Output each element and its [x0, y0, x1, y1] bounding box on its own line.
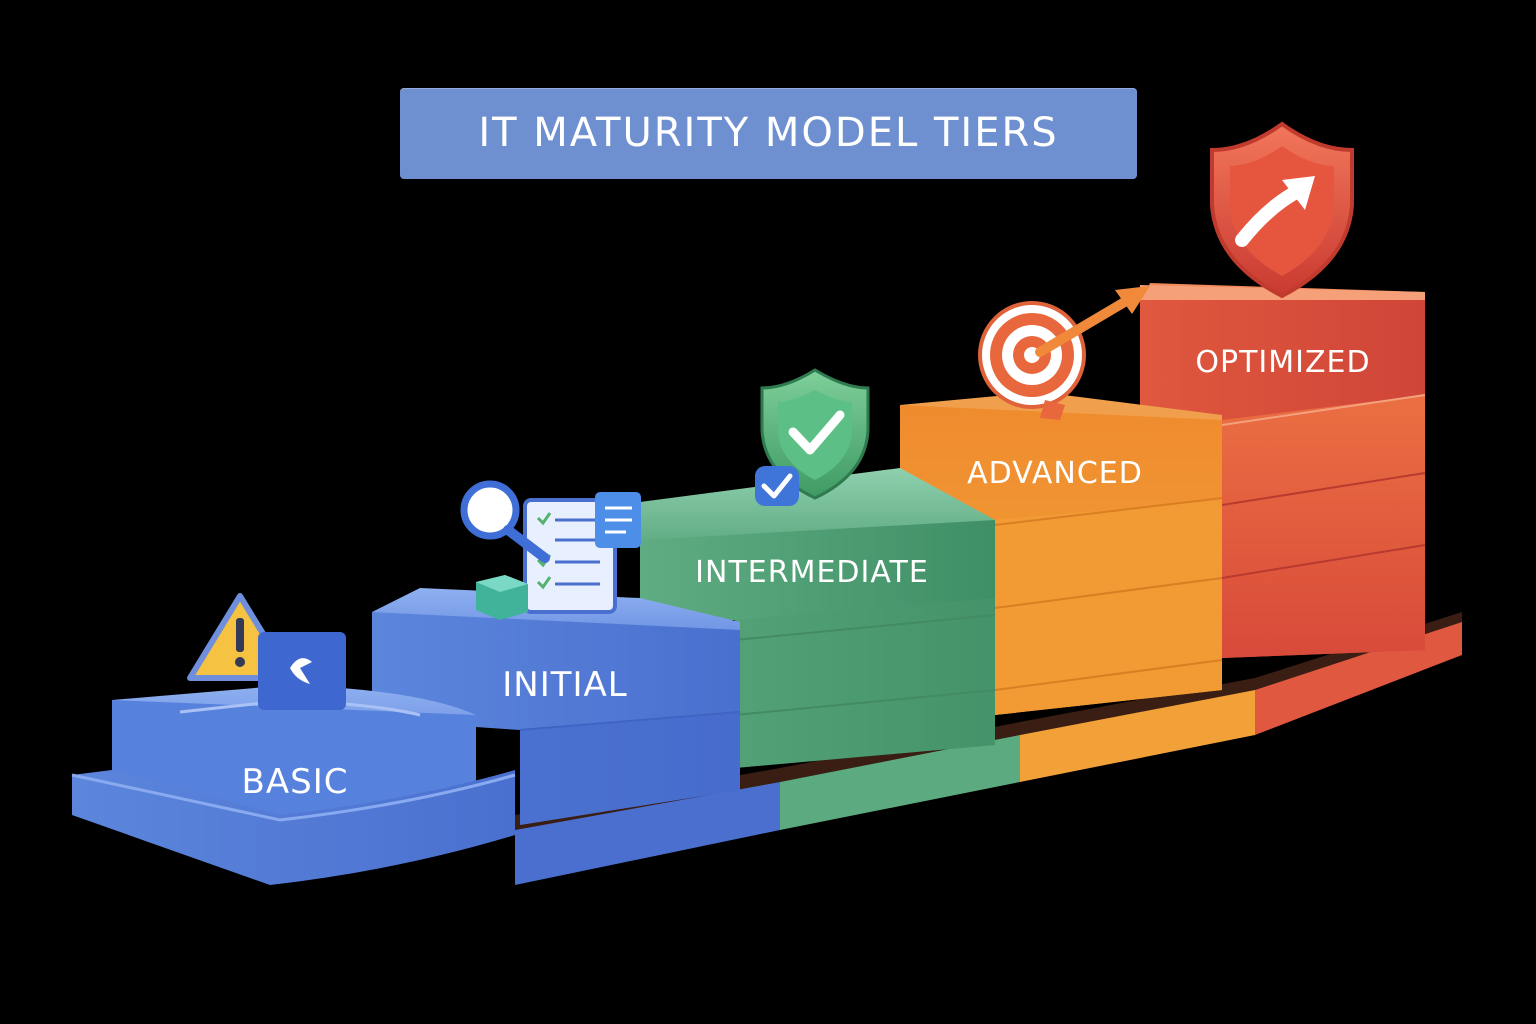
tier-label-advanced: ADVANCED — [967, 456, 1143, 491]
shield-check-icon — [755, 368, 870, 506]
tier-label-optimized: OPTIMIZED — [1195, 345, 1370, 380]
tier-label-basic: BASIC — [242, 762, 349, 802]
tier-label-initial: INITIAL — [502, 665, 628, 705]
title-banner: IT MATURITY MODEL TIERS — [400, 88, 1137, 179]
base-platform — [515, 612, 1462, 885]
tier-advanced-block — [900, 392, 1223, 715]
shield-arrow-icon — [1210, 121, 1354, 299]
tier-label-intermediate: INTERMEDIATE — [695, 555, 929, 590]
diagram-title: IT MATURITY MODEL TIERS — [478, 110, 1059, 156]
tier-basic-block — [71, 685, 516, 885]
target-icon — [978, 286, 1150, 420]
tier-intermediate-block — [640, 468, 996, 768]
search-checklist-icon — [460, 480, 641, 620]
warning-card-icon — [258, 632, 346, 710]
